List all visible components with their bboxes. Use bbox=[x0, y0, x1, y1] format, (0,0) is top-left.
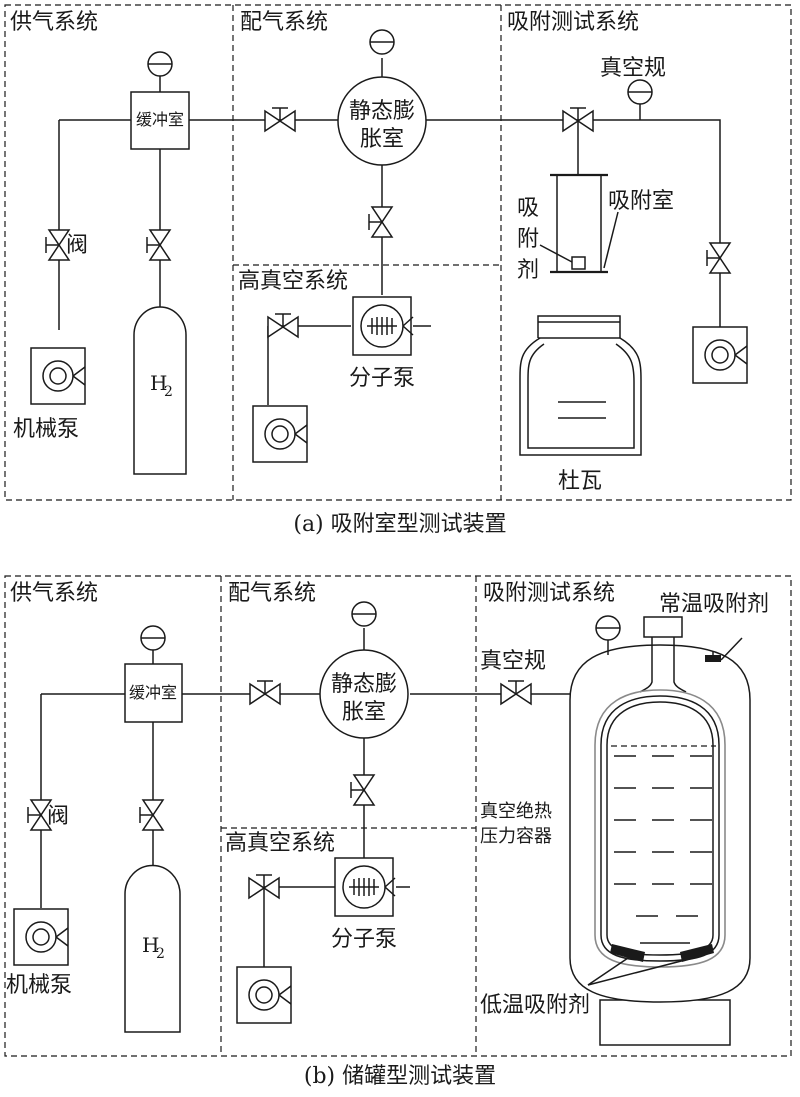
gauge-icon bbox=[147, 51, 173, 77]
vessel-label-line1: 真空绝热 bbox=[480, 801, 552, 822]
valve-icon bbox=[264, 107, 296, 132]
h2-label: H bbox=[142, 933, 159, 957]
section-mixing: 配气系统 bbox=[228, 581, 316, 606]
section-high-vacuum: 高真空系统 bbox=[238, 269, 348, 294]
panel-b: 供气系统 配气系统 吸附测试系统 高真空系统 缓冲室 静态膨 胀室 阀 真空规 bbox=[4, 575, 792, 1089]
chamber-label-line1: 静态膨 bbox=[349, 99, 415, 124]
vessel-label-line2: 压力容器 bbox=[480, 826, 552, 847]
gauge-icon bbox=[140, 625, 166, 651]
chamber-label-line1: 静态膨 bbox=[331, 672, 397, 697]
section-high-vacuum: 高真空系统 bbox=[225, 831, 335, 856]
molecular-pump-label: 分子泵 bbox=[331, 927, 397, 952]
mechanical-pump-icon bbox=[692, 326, 748, 384]
molecular-pump-icon bbox=[352, 296, 414, 356]
room-temp-adsorbent-label: 常温吸附剂 bbox=[659, 592, 769, 617]
mech-pump-label: 机械泵 bbox=[6, 973, 72, 998]
adsorbent-sample bbox=[571, 256, 586, 270]
adsorption-chamber-label: 吸附室 bbox=[608, 189, 674, 214]
chamber-label-line2: 胀室 bbox=[342, 700, 386, 725]
panel-a: 供气系统 配气系统 吸附测试系统 高真空系统 缓冲室 静态膨 胀室 阀 真空规 bbox=[4, 4, 792, 537]
valve-icon bbox=[146, 229, 171, 261]
vacuum-gauge-label: 真空规 bbox=[480, 649, 546, 674]
h2-cylinder bbox=[133, 306, 187, 475]
section-adsorption: 吸附测试系统 bbox=[483, 581, 615, 606]
h2-subscript: 2 bbox=[164, 384, 173, 400]
caption-b: (b) 储罐型测试装置 bbox=[304, 1064, 496, 1089]
valve-icon bbox=[706, 242, 731, 274]
valve-icon bbox=[267, 313, 299, 338]
section-adsorption: 吸附测试系统 bbox=[507, 10, 639, 35]
molecular-pump-icon bbox=[334, 857, 396, 917]
valve-icon bbox=[368, 206, 393, 238]
valve-icon bbox=[350, 774, 375, 806]
pressure-vessel bbox=[569, 615, 751, 1046]
section-supply: 供气系统 bbox=[10, 581, 98, 606]
h2-subscript: 2 bbox=[156, 946, 165, 962]
gauge-icon bbox=[369, 29, 395, 55]
h2-label: H bbox=[150, 371, 167, 395]
gauge-icon bbox=[351, 601, 377, 627]
mechanical-pump-icon bbox=[13, 908, 69, 966]
buffer-label: 缓冲室 bbox=[136, 110, 184, 129]
adsorbent-label-2: 附 bbox=[517, 227, 539, 252]
panel-b-border bbox=[4, 575, 792, 1057]
buffer-chamber bbox=[124, 663, 183, 723]
valve-label: 阀 bbox=[66, 233, 88, 258]
valve-label: 阀 bbox=[47, 804, 69, 829]
buffer-label: 缓冲室 bbox=[129, 683, 177, 702]
molecular-pump-label: 分子泵 bbox=[349, 366, 415, 391]
adsorbent-label-3: 剂 bbox=[517, 258, 539, 283]
h2-cylinder bbox=[124, 864, 181, 1033]
vacuum-gauge-label: 真空规 bbox=[600, 56, 666, 81]
gauge-icon bbox=[595, 615, 621, 641]
buffer-chamber bbox=[130, 91, 190, 150]
dewar-label: 杜瓦 bbox=[558, 469, 602, 494]
adsorbent-label-1: 吸 bbox=[517, 196, 539, 221]
dewar bbox=[519, 315, 642, 456]
mechanical-pump-icon bbox=[236, 966, 292, 1024]
low-temp-adsorbent-label: 低温吸附剂 bbox=[480, 993, 590, 1018]
gauge-icon bbox=[627, 79, 653, 105]
mechanical-pump-icon bbox=[30, 347, 86, 405]
section-mixing: 配气系统 bbox=[240, 10, 328, 35]
chamber-label-line2: 胀室 bbox=[360, 127, 404, 152]
valve-icon bbox=[500, 680, 532, 705]
mech-pump-label: 机械泵 bbox=[13, 417, 79, 442]
panel-a-border bbox=[4, 4, 792, 501]
valve-icon bbox=[139, 799, 164, 831]
valve-icon bbox=[249, 680, 281, 705]
mechanical-pump-icon bbox=[252, 405, 308, 463]
caption-a: (a) 吸附室型测试装置 bbox=[293, 512, 506, 537]
section-supply: 供气系统 bbox=[10, 10, 98, 35]
